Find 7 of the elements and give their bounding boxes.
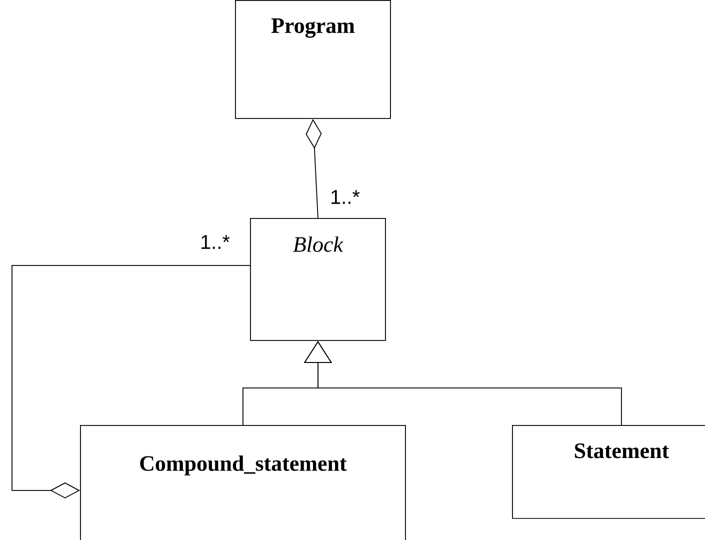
class-box: Program [235, 0, 391, 119]
aggregation-line [12, 265, 250, 498]
class-box: Block [250, 218, 386, 341]
class-box: Statement [512, 424, 705, 519]
multiplicity-label: 1..* [329, 189, 361, 205]
class-box: Compound_statement [80, 424, 406, 540]
multiplicity-label: 1..* [199, 234, 231, 250]
